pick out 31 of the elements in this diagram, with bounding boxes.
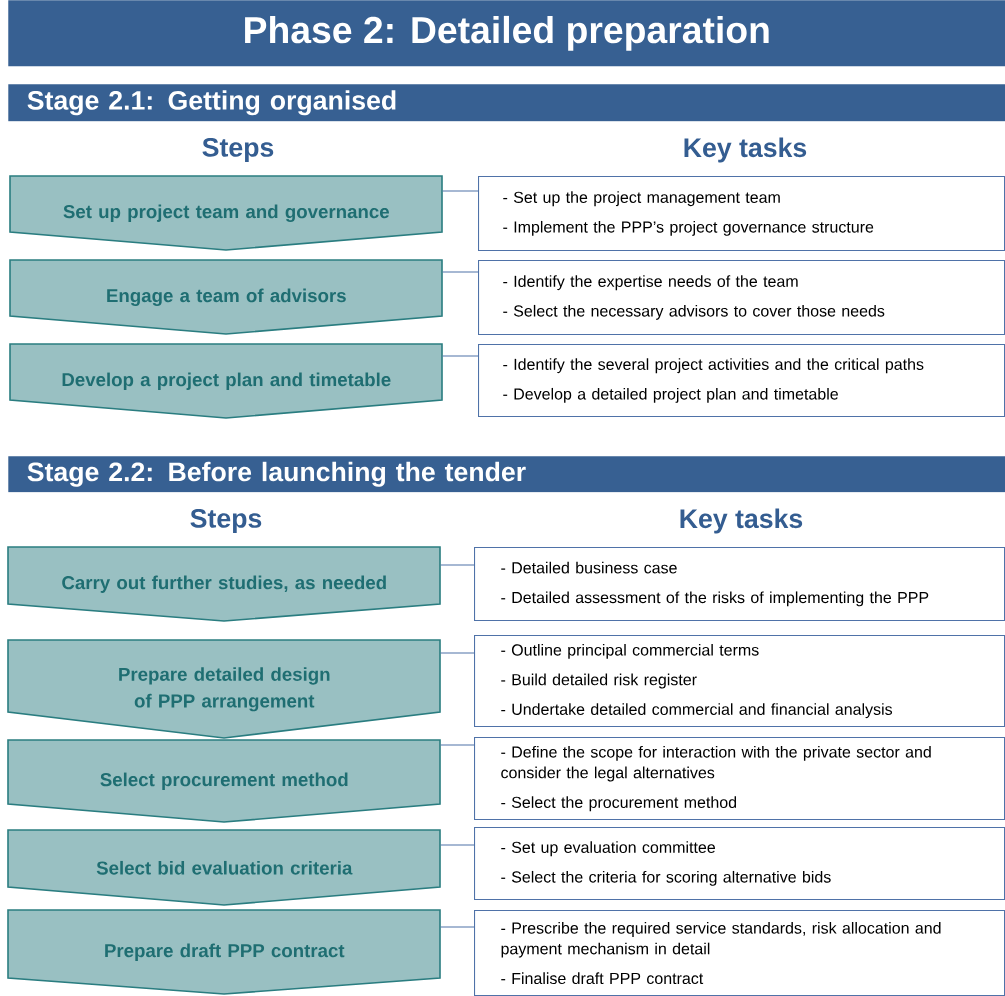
connector-line bbox=[440, 652, 475, 654]
task-box: - Outline principal commercial terms - Build detailed risk register - Undertake detailed commercial and financial analysis bbox=[474, 635, 1005, 728]
step-box: Engage a team of advisors bbox=[9, 259, 443, 335]
stage-banner: Stage 2.2: Before launching the tender bbox=[8, 456, 1005, 493]
task-box: - Detailed business case - Detailed assessment of the risks of implementing the PPP bbox=[474, 547, 1005, 622]
step-box: Set up project team and governance bbox=[9, 175, 443, 251]
task-box: - Define the scope for interaction with the private sector and consider the legal alternatives - Select the procurement method bbox=[474, 737, 1005, 821]
connector-line bbox=[440, 844, 475, 846]
connector-line bbox=[442, 190, 479, 192]
title-banner: Phase 2: Detailed preparation bbox=[8, 0, 1005, 67]
step-box: Prepare draft PPP contract bbox=[7, 909, 441, 995]
step-box: Select procurement method bbox=[7, 739, 441, 823]
column-heading: Steps bbox=[190, 508, 262, 534]
column-heading: Key tasks bbox=[684, 137, 807, 163]
step-box: Develop a project plan and timetable bbox=[9, 343, 443, 419]
task-box: - Prescribe the required service standards, risk allocation and payment mechanism in detail - Finalise draft PPP contract bbox=[474, 910, 1005, 996]
task-box: - Set up the project management team - Implement the PPP’s project governance structure bbox=[478, 176, 1005, 252]
step-box: Select bid evaluation criteria bbox=[7, 829, 441, 906]
stage-banner: Stage 2.1: Getting organised bbox=[8, 84, 1005, 122]
connector-line bbox=[440, 926, 475, 928]
column-heading: Steps bbox=[202, 137, 274, 163]
task-box: - Set up evaluation committee - Select the criteria for scoring alternative bids bbox=[474, 827, 1005, 901]
connector-line bbox=[440, 744, 475, 746]
task-box: - Identify the expertise needs of the team - Select the necessary advisors to cover those needs bbox=[478, 260, 1005, 336]
step-box: Prepare detailed design of PPP arrangement bbox=[7, 639, 441, 739]
connector-line bbox=[442, 271, 479, 273]
step-box: Carry out further studies, as needed bbox=[7, 546, 441, 622]
task-box: - Identify the several project activities and the critical paths - Develop a detailed project plan and timetable bbox=[478, 344, 1005, 418]
connector-line bbox=[442, 355, 479, 357]
column-heading: Key tasks bbox=[680, 508, 803, 534]
connector-line bbox=[440, 564, 475, 566]
